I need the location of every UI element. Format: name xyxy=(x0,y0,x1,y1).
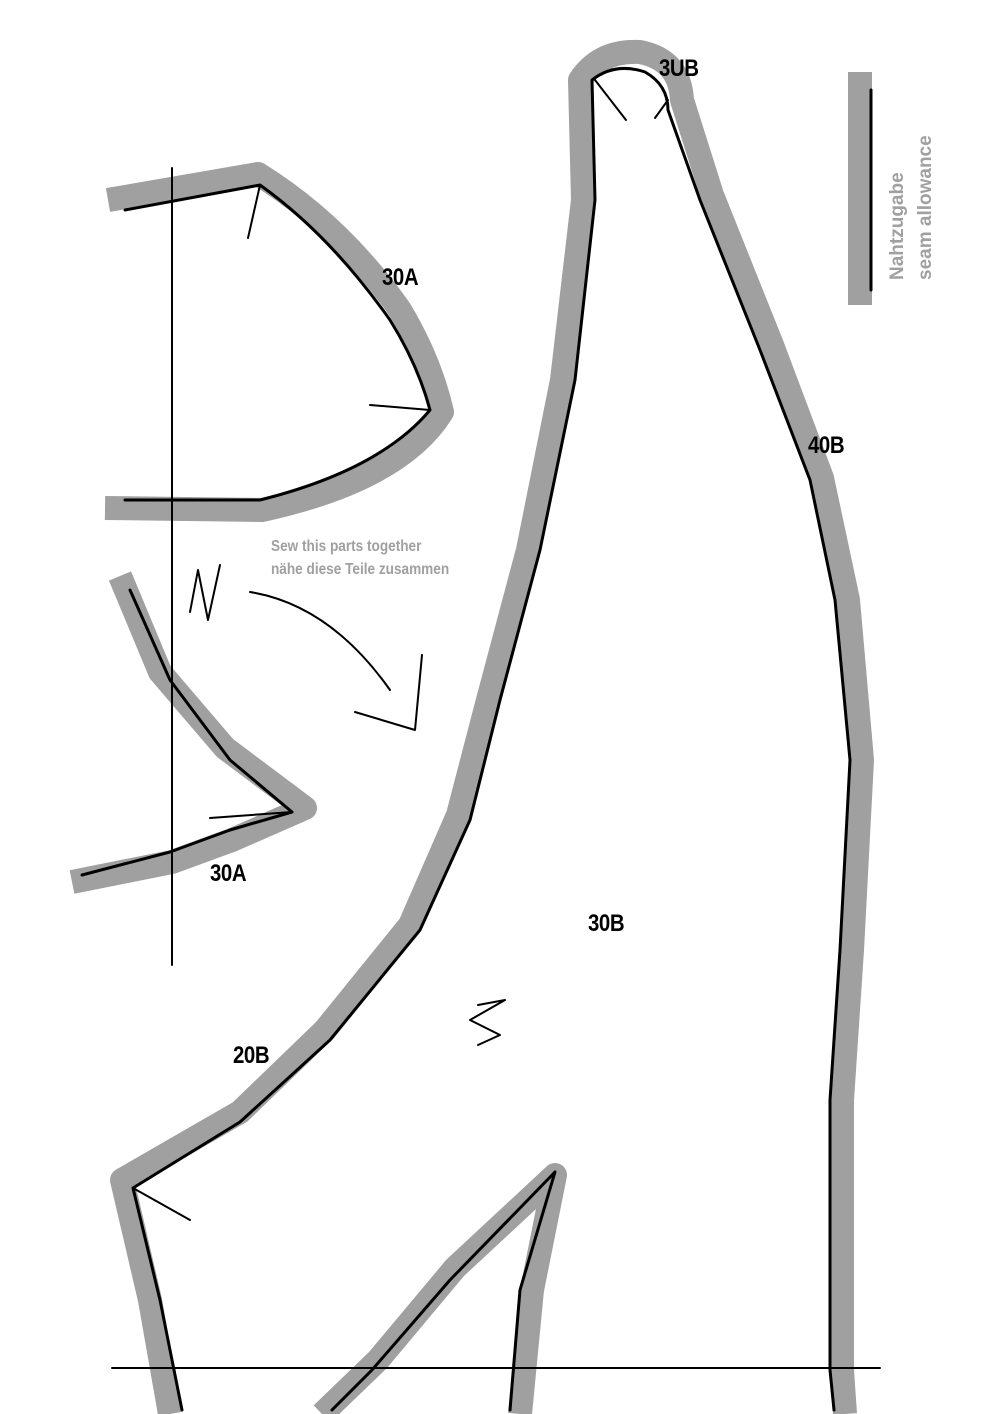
cut-line-30a-upper xyxy=(123,183,432,502)
label-3ub: 3UB xyxy=(659,55,699,82)
zigzag-mark xyxy=(189,564,221,621)
label-30a-upper: 30A xyxy=(382,264,419,291)
seam-allowance-30b xyxy=(110,39,874,1414)
cut-line-notch xyxy=(330,1170,557,1412)
sew-instruction: Sew this parts together nähe diese Teile… xyxy=(271,535,449,581)
seam-allowance-30a-lower xyxy=(69,571,317,894)
sew-arrow xyxy=(249,591,391,691)
instruction-german: nähe diese Teile zusammen xyxy=(271,561,450,578)
label-20b: 20B xyxy=(233,1042,270,1069)
label-30a-lower: 30A xyxy=(210,860,247,887)
seam-allowance-legend-text: Nahtzugabe seam allowance xyxy=(884,135,940,280)
arrow-head xyxy=(354,654,423,731)
notch-marks xyxy=(132,79,669,1221)
zigzag-mark-2 xyxy=(469,999,506,1046)
cut-line-30b xyxy=(131,66,852,1412)
seam-allowance-30a-upper xyxy=(104,162,454,522)
instruction-english: Sew this parts together xyxy=(271,538,422,555)
legend-german: Nahtzugabe xyxy=(887,172,908,280)
legend-english: seam allowance xyxy=(915,135,936,280)
label-40b: 40B xyxy=(808,432,845,459)
label-30b: 30B xyxy=(588,910,625,937)
